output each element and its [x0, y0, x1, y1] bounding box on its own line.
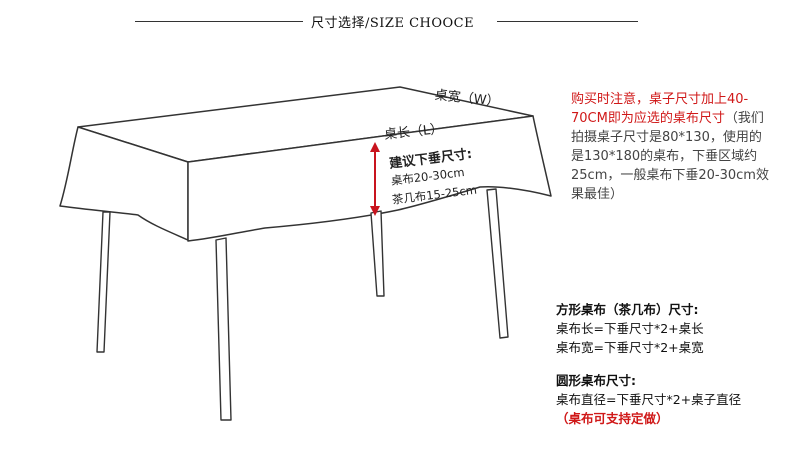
round-cloth-heading: 圆形桌布尺寸: [556, 373, 636, 388]
table-leg-middle [370, 210, 385, 297]
table-leg-front-left [215, 237, 232, 421]
round-cloth-formulas: 圆形桌布尺寸: 桌布直径=下垂尺寸*2+桌子直径 （桌布可支持定做） [556, 371, 786, 428]
square-width-formula: 桌布宽=下垂尺寸*2+桌宽 [556, 340, 704, 355]
header-rule-left [135, 21, 303, 22]
purchase-note-highlight: 购买时注意，桌子尺寸加上40-70CM即为应选的桌布尺寸 [571, 92, 749, 126]
purchase-note-detail: （我们拍摄桌子尺寸是80*130，使用的是130*180的桌布，下垂区域约25c… [571, 111, 769, 202]
purchase-note: 购买时注意，桌子尺寸加上40-70CM即为应选的桌布尺寸（我们拍摄桌子尺寸是80… [571, 90, 771, 204]
square-cloth-heading: 方形桌布（茶几布）尺寸: [556, 302, 699, 317]
square-cloth-formulas: 方形桌布（茶几布）尺寸: 桌布长=下垂尺寸*2+桌长 桌布宽=下垂尺寸*2+桌宽 [556, 300, 786, 357]
section-title: 尺寸选择/SIZE CHOOCE [311, 16, 475, 31]
header-rule-right [497, 21, 638, 22]
table-leg-back-left [96, 211, 111, 353]
drop-length-arrow [370, 142, 380, 216]
tablecloth-left-drape [59, 126, 189, 241]
custom-made-note: （桌布可支持定做） [556, 411, 669, 426]
square-length-formula: 桌布长=下垂尺寸*2+桌长 [556, 321, 704, 336]
round-diameter-formula: 桌布直径=下垂尺寸*2+桌子直径 [556, 392, 742, 407]
table-leg-front-right [486, 188, 509, 339]
tablecloth-front-drape [187, 115, 552, 242]
